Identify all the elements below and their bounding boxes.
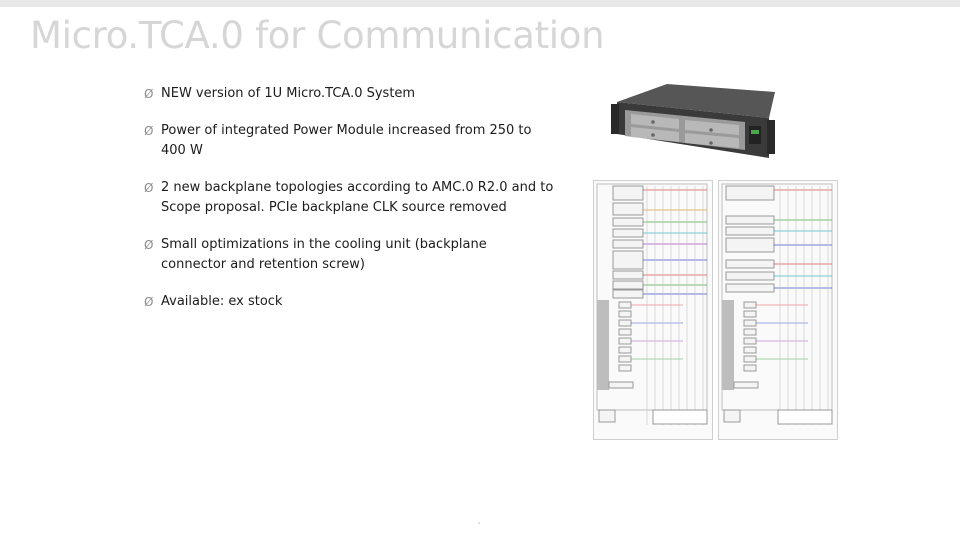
arrow-bullet-icon: Ø bbox=[144, 295, 154, 309]
bullet-item: Ø Power of integrated Power Module increa… bbox=[144, 121, 554, 161]
arrow-bullet-icon: Ø bbox=[144, 238, 154, 252]
chassis-photo bbox=[611, 84, 775, 158]
arrow-bullet-icon: Ø bbox=[144, 124, 154, 138]
bullet-text: NEW version of 1U Micro.TCA.0 System bbox=[161, 86, 416, 101]
backplane-diagram bbox=[718, 180, 838, 440]
bullet-text: Power of integrated Power Module increas… bbox=[161, 123, 532, 158]
bullet-item: Ø NEW version of 1U Micro.TCA.0 System bbox=[144, 84, 554, 104]
bullet-text: Available: ex stock bbox=[161, 294, 283, 309]
arrow-bullet-icon: Ø bbox=[144, 181, 154, 195]
bullet-item: Ø Available: ex stock bbox=[144, 292, 554, 312]
bullet-text: 2 new backplane topologies according to … bbox=[161, 180, 554, 215]
arrow-bullet-icon: Ø bbox=[144, 87, 154, 101]
slide-title: Micro.TCA.0 for Communication bbox=[30, 14, 605, 57]
slide-marker bbox=[478, 522, 480, 524]
bullet-item: Ø Small optimizations in the cooling unit… bbox=[144, 235, 554, 275]
bullet-text: Small optimizations in the cooling unit … bbox=[161, 237, 487, 272]
bullet-item: Ø 2 new backplane topologies according to… bbox=[144, 178, 554, 218]
top-strip bbox=[0, 0, 960, 7]
backplane-diagram bbox=[593, 180, 713, 440]
